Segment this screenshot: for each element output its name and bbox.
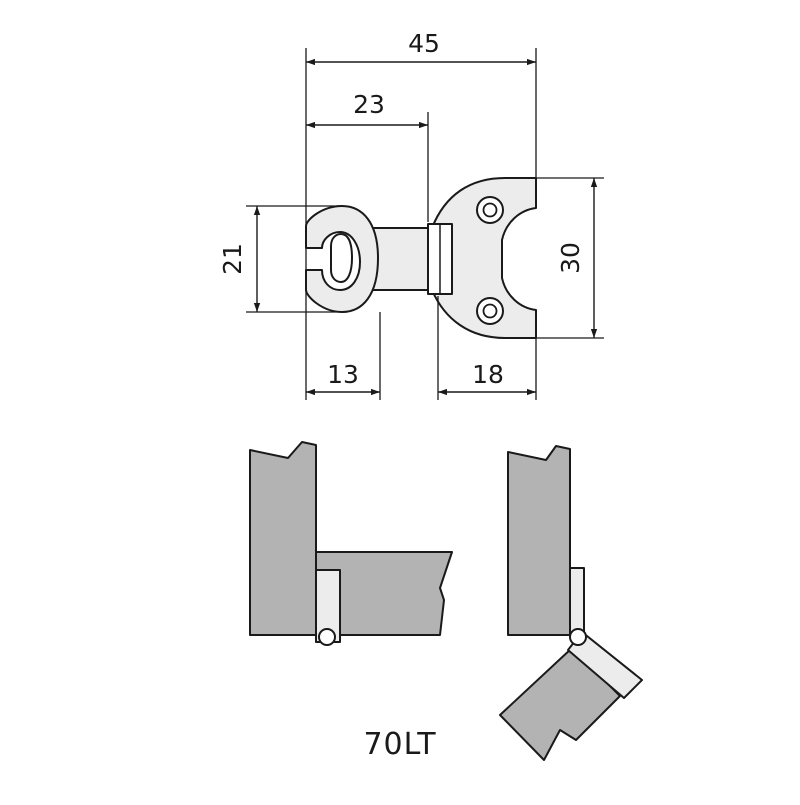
dim-label-13: 13	[327, 360, 359, 389]
dim-label-21: 21	[218, 243, 247, 275]
extension-lines	[246, 48, 604, 400]
door-panel-open	[499, 647, 621, 761]
hinge-cup	[305, 205, 379, 313]
dim-label-23: 23	[353, 90, 385, 119]
mounting-plate	[431, 177, 537, 339]
dimension-lines	[253, 58, 598, 396]
hinge-pivot-closed	[318, 628, 336, 646]
dim-label-45: 45	[408, 29, 440, 58]
cup-slot	[330, 233, 353, 283]
hinge-pivot-open	[569, 628, 587, 646]
screw-hole-bottom-inner	[482, 303, 498, 319]
installation-open	[499, 445, 643, 761]
hinge-plan-view	[305, 177, 537, 339]
model-caption: 70LT	[363, 727, 436, 762]
cabinet-side-panel-right	[507, 445, 571, 636]
dim-label-18: 18	[472, 360, 504, 389]
installation-closed	[249, 441, 453, 646]
screw-hole-top-inner	[482, 202, 498, 218]
dim-label-30: 30	[556, 242, 585, 274]
cabinet-side-panel	[249, 441, 317, 636]
hinge-upright-open	[569, 567, 585, 637]
dimension-labels: 45 23 21 30 13 18	[218, 29, 585, 389]
